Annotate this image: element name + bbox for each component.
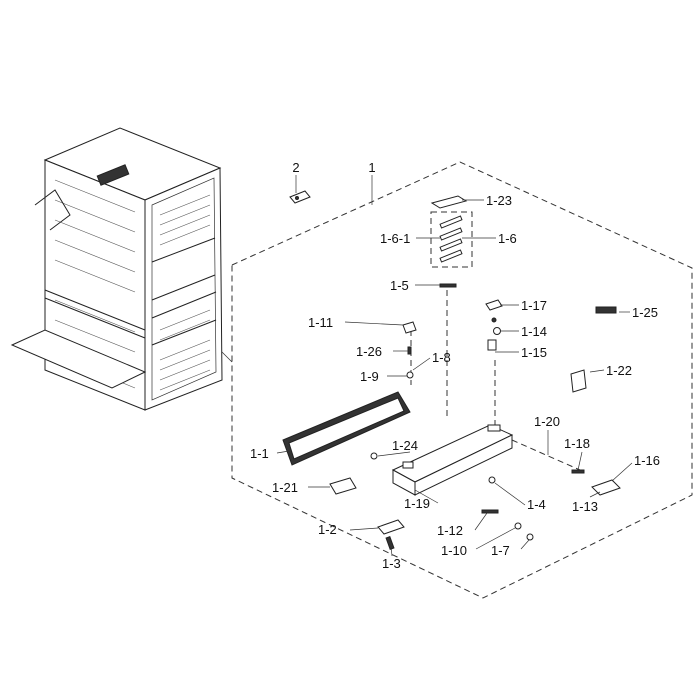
label-1-2: 1-2 — [318, 522, 337, 537]
sub-assembly-boundary — [430, 211, 473, 268]
label-1-6-1: 1-6-1 — [380, 231, 410, 246]
exploded-assembly-boundary — [231, 161, 693, 599]
label-2: 2 — [292, 160, 299, 175]
refrigerator-cabinet — [10, 127, 233, 411]
label-1-24: 1-24 — [392, 438, 418, 453]
label-1-12: 1-12 — [437, 523, 463, 538]
label-1-11: 1-11 — [308, 315, 333, 330]
leader-lines — [276, 175, 633, 557]
label-1-8: 1-8 — [432, 350, 451, 365]
label-1-22: 1-22 — [606, 363, 632, 378]
label-1-4: 1-4 — [527, 497, 546, 512]
label-1-25: 1-25 — [632, 305, 658, 320]
label-1-5: 1-5 — [390, 278, 409, 293]
label-1-9: 1-9 — [360, 369, 379, 384]
label-1-7: 1-7 — [491, 543, 510, 558]
label-1-13: 1-13 — [572, 499, 598, 514]
label-1-19: 1-19 — [404, 496, 430, 511]
part-labels: 2 1 1-23 1-6-1 1-6 1-5 1-17 1-25 1-11 1-… — [250, 160, 660, 571]
label-1-21: 1-21 — [272, 480, 298, 495]
label-1-20: 1-20 — [534, 414, 560, 429]
parts — [282, 190, 621, 550]
label-1-3: 1-3 — [382, 556, 401, 571]
label-1-26: 1-26 — [356, 344, 382, 359]
label-1-23: 1-23 — [486, 193, 512, 208]
label-1-17: 1-17 — [521, 298, 547, 313]
label-1-6: 1-6 — [498, 231, 517, 246]
label-1-14: 1-14 — [521, 324, 547, 339]
label-1-1: 1-1 — [250, 446, 269, 461]
label-1-18: 1-18 — [564, 436, 590, 451]
label-1: 1 — [368, 160, 375, 175]
label-1-15: 1-15 — [521, 345, 547, 360]
label-1-10: 1-10 — [441, 543, 467, 558]
label-1-16: 1-16 — [634, 453, 660, 468]
